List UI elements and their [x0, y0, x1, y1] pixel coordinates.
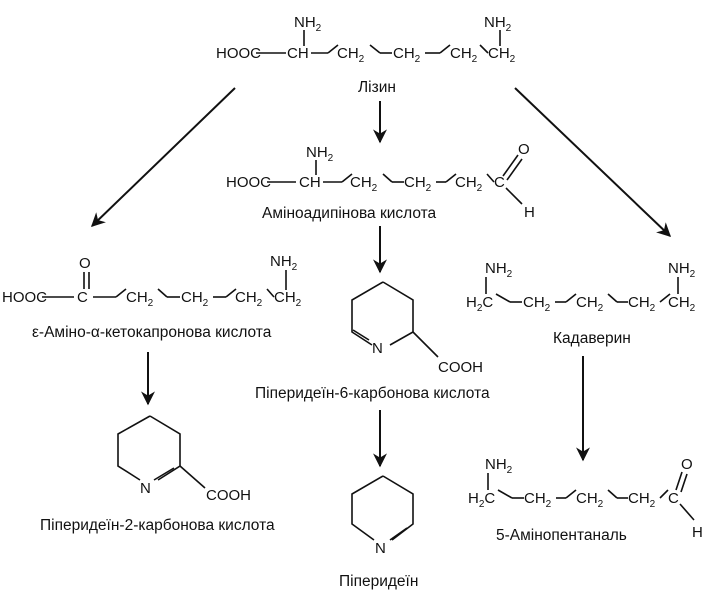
hydrogen-atom: H	[524, 204, 535, 221]
ch2-group: CH2	[126, 289, 154, 309]
oxygen-atom: O	[518, 141, 530, 158]
ketocaproic-structure: HOOC C O CH2 CH2 CH2 CH2 NH2	[2, 253, 302, 309]
keto-carbon: C	[77, 289, 88, 306]
arrow-lysine-to-ketocaproic	[90, 87, 236, 227]
piperideine2-label: Піперидеїн-2-карбонова кислота	[40, 517, 275, 534]
ch2-group: CH2	[668, 294, 696, 314]
h2c-group: H2C	[466, 294, 493, 314]
hooc-group: HOOC	[2, 289, 47, 306]
nitrogen-atom: N	[140, 480, 151, 497]
ch2-group: CH2	[628, 490, 656, 510]
cadaverine-label: Кадаверин	[553, 330, 631, 347]
ch2-group: CH2	[350, 174, 378, 194]
piperideine-label: Піперидеїн	[339, 573, 418, 590]
ch2-group: CH2	[235, 289, 263, 309]
ch2-group: CH2	[337, 45, 365, 65]
aminoadipic-structure: HOOC CH NH2 CH2 CH2 CH2 C O H	[226, 141, 535, 221]
amino-group: NH2	[668, 260, 696, 280]
piperideine2-ring: N COOH	[117, 415, 251, 504]
ch2-group: CH2	[274, 289, 302, 309]
ch2-group: CH2	[576, 490, 604, 510]
aldehyde-carbon: C	[494, 174, 505, 191]
amino-group: NH2	[270, 253, 298, 273]
hydrogen-atom: H	[692, 524, 703, 541]
cadaverine-structure: H2C NH2 CH2 CH2 CH2 CH2 NH2	[466, 260, 696, 314]
aminopentanal-label: 5-Амінопентаналь	[496, 527, 627, 544]
aminopentanal-structure: H2C NH2 CH2 CH2 CH2 C O H	[468, 456, 703, 541]
ch2-group: CH2	[181, 289, 209, 309]
amino-group: NH2	[306, 144, 334, 164]
aminoadipic-label: Аміноадипінова кислота	[262, 205, 437, 222]
nitrogen-atom: N	[372, 340, 383, 357]
ch2-group: CH2	[628, 294, 656, 314]
aldehyde-carbon: C	[668, 490, 679, 507]
carboxyl-group: COOH	[206, 487, 251, 504]
oxygen-atom: O	[79, 255, 91, 272]
amino-group: NH2	[485, 456, 513, 476]
piperideine-ring: N	[351, 475, 414, 557]
ketocaproic-label: ε-Аміно-α-кетокапронова кислота	[32, 324, 272, 341]
ch2-group: CH2	[404, 174, 432, 194]
nitrogen-atom: N	[375, 540, 386, 557]
arrow-lysine-to-cadaverine	[514, 87, 672, 237]
ch2-group: CH2	[455, 174, 483, 194]
ch-group: CH	[287, 45, 309, 62]
piperideine6-label: Піперидеїн-6-карбонова кислота	[255, 385, 490, 402]
oxygen-atom: O	[681, 456, 693, 473]
ch2-group: CH2	[393, 45, 421, 65]
hooc-group: HOOC	[226, 174, 271, 191]
amino-group: NH2	[294, 14, 322, 34]
h2c-group: H2C	[468, 490, 495, 510]
amino-group: NH2	[485, 260, 513, 280]
ch2-group: CH2	[523, 294, 551, 314]
ch2-group: CH2	[450, 45, 478, 65]
piperideine6-ring: N COOH	[351, 281, 483, 376]
lysine-label: Лізин	[358, 79, 396, 96]
amino-group: NH2	[484, 14, 512, 34]
ch-group: CH	[299, 174, 321, 191]
ch2-group: CH2	[576, 294, 604, 314]
ch2-group: CH2	[524, 490, 552, 510]
ch2-group: CH2	[488, 45, 516, 65]
lysine-structure: HOOC CH NH2 CH2 CH2 CH2 CH2 NH2	[216, 14, 516, 65]
carboxyl-group: COOH	[438, 359, 483, 376]
hooc-group: HOOC	[216, 45, 261, 62]
